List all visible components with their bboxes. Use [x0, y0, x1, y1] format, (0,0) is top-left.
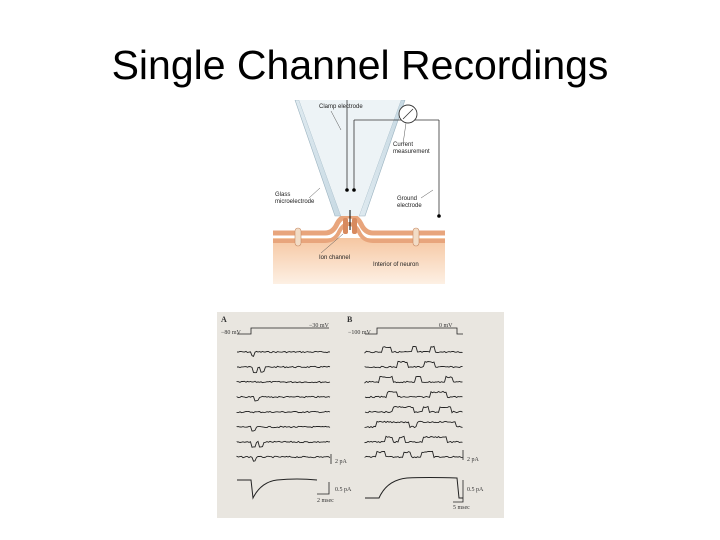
glass-microelectrode-label: Glass microelectrode [275, 192, 315, 205]
patch-clamp-diagram: Clamp electrode Current measurement Glas… [273, 100, 445, 284]
panel-a-trace [236, 380, 331, 384]
panel-b-trace [364, 420, 463, 429]
panel-b-trace [364, 375, 463, 384]
panel-b-avg-scale: 0.5 pA [467, 487, 484, 493]
ion-channel [343, 218, 348, 234]
panel-b-label: B [347, 315, 353, 324]
current-measurement-label: Current measurement [393, 142, 430, 155]
panel-a-hold-potential: −80 mV [221, 330, 241, 336]
panel-b-trace [364, 345, 463, 354]
panel-a-avg-scale-bar [317, 482, 330, 495]
panel-b-trace [364, 390, 463, 399]
panel-a-avg-scale: 0.5 pA [335, 487, 352, 493]
panel-b-avg-scale-bar [453, 480, 464, 503]
clamp-electrode-label: Clamp electrode [319, 104, 363, 110]
panel-b-trace [364, 450, 463, 459]
panel-a-label: A [221, 315, 227, 324]
interior-of-neuron-label: Interior of neuron [373, 262, 419, 268]
panel-a-average-current [237, 478, 318, 500]
panel-b-trace [364, 435, 463, 444]
panel-b-voltage-step [365, 327, 463, 335]
single-channel-recordings-figure: A −80 mV −30 mV 2 pA 0.5 pA 2 msec B −10… [217, 312, 504, 518]
panel-b-trace [364, 405, 463, 414]
panel-a-trace [236, 410, 331, 414]
panel-a-trace [236, 350, 331, 358]
patch-clamp-illustration [273, 100, 445, 284]
panel-a-voltage-step [237, 327, 329, 335]
panel-b-hold-potential: −100 mV [348, 330, 371, 336]
ion-channel-label: Ion channel [319, 255, 351, 261]
panel-a-trace-scale: 2 pA [335, 459, 347, 465]
panel-a-trace [236, 455, 331, 462]
membrane-protein [294, 227, 302, 247]
slide-title: Single Channel Recordings [111, 42, 609, 88]
panel-a-time-scale: 2 msec [317, 498, 334, 504]
panel-b-time-scale: 5 msec [453, 505, 470, 511]
ground-electrode-label: Ground electrode [397, 196, 422, 209]
panel-b-average-current [365, 477, 463, 499]
panel-a-trace [236, 365, 331, 374]
panel-a-trace [236, 440, 331, 448]
channel-current-traces [236, 327, 464, 503]
membrane-protein [412, 227, 420, 247]
panel-b-trace-scale: 2 pA [467, 457, 479, 463]
panel-b-step-potential: 0 mV [439, 323, 453, 329]
panel-a-trace [236, 425, 331, 432]
panel-b-trace [364, 360, 463, 369]
panel-a-trace [236, 395, 331, 402]
panel-a-step-potential: −30 mV [309, 323, 329, 329]
